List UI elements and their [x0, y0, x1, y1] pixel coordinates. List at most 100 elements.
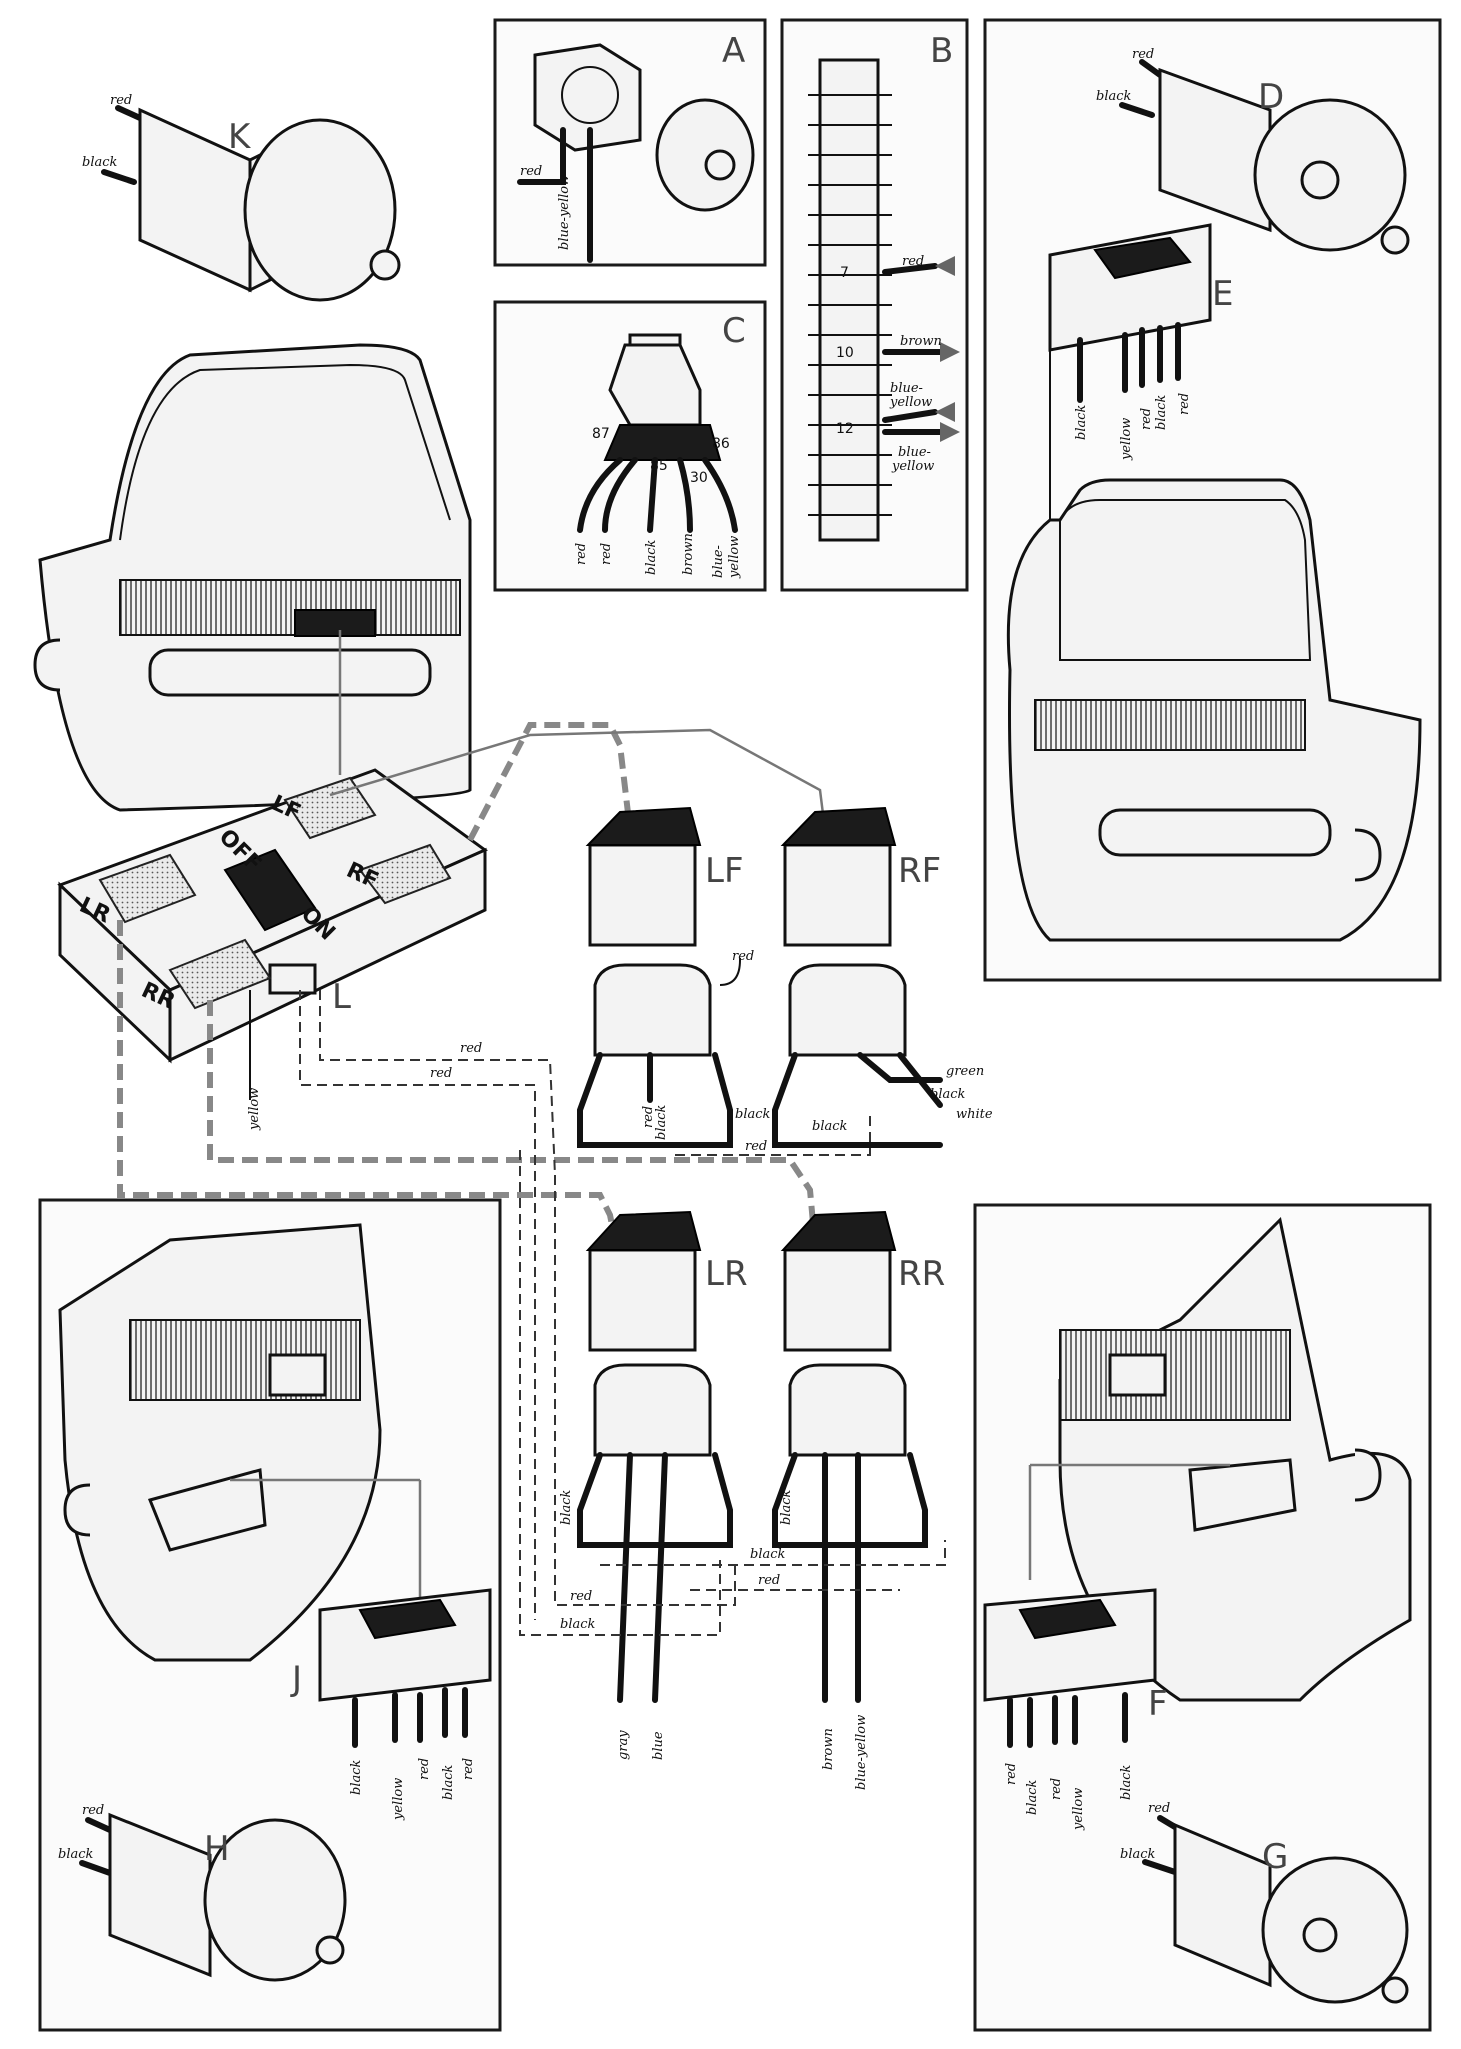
label-c-black: black	[644, 539, 659, 575]
arrow-b-blue-yellow-2	[940, 422, 960, 442]
relay-lr-socket	[593, 1363, 712, 1457]
relay-c-body	[608, 343, 702, 427]
motor-h-gear-cover	[203, 1818, 347, 1982]
label-lf-black-2: black	[735, 1107, 771, 1122]
label-a-red: red	[520, 164, 542, 179]
panel-c: C 87 85 30 86 red red black brown blue- …	[493, 300, 767, 592]
wire-k-red	[115, 105, 143, 121]
panel-j-h: J black yellow red black red red black H	[38, 1198, 502, 2032]
panel-e-label: E	[1212, 274, 1233, 314]
label-x-red-3: red	[745, 1139, 767, 1154]
label-j-red-2: red	[461, 1758, 476, 1780]
label-x-red-4: red	[758, 1573, 780, 1588]
label-rr-black: black	[779, 1489, 794, 1525]
label-g-red: red	[1148, 1801, 1170, 1816]
panel-j-label: J	[290, 1659, 302, 1699]
wire-a-red	[517, 127, 566, 185]
label-j-red: red	[417, 1758, 432, 1780]
label-x-red-1: red	[460, 1041, 482, 1056]
relay-c-pin-30: 30	[690, 470, 708, 486]
label-f-red-2: red	[1049, 1778, 1064, 1800]
wire-k-black	[101, 169, 137, 185]
relay-lf-socket	[593, 963, 712, 1057]
label-k-black: black	[82, 155, 118, 170]
relay-rr: RR black brown blue-yellow	[772, 1210, 945, 1790]
relay-c-pin-86: 86	[712, 436, 730, 452]
label-lr-black: black	[559, 1489, 574, 1525]
fuse-strip	[818, 58, 880, 542]
label-c-red-1: red	[574, 543, 589, 565]
relay-rr-rocker	[780, 1210, 897, 1251]
panel-a-label: A	[722, 31, 745, 71]
lf-door	[33, 343, 472, 812]
switch-j-rocker	[358, 1598, 457, 1640]
arrow-b-blue-yellow-1	[935, 402, 955, 422]
panel-b: B 7 10 12 red brown	[780, 18, 969, 592]
relay-lr-body	[588, 1248, 697, 1352]
panel-d-e: red black D E black yellow red black red	[983, 18, 1442, 982]
label-e-red-2: red	[1177, 393, 1192, 415]
label-g-black: black	[1120, 1847, 1156, 1862]
label-b-yellow-1: yellow	[889, 395, 932, 410]
label-lr-blue: blue	[651, 1731, 666, 1760]
main-switch-pad-lr	[98, 853, 197, 924]
panel-l-label: L	[332, 977, 351, 1017]
label-f-black-2: black	[1119, 1764, 1134, 1800]
arrow-b-red	[935, 256, 955, 276]
lf-door-panel	[38, 343, 472, 812]
relay-rf-body	[783, 843, 892, 947]
relay-lr-rocker	[585, 1210, 702, 1251]
label-b-red: red	[902, 254, 924, 269]
label-b-blue-1: blue-	[890, 381, 923, 396]
label-a-blue-yellow: blue-yellow	[557, 175, 572, 250]
label-j-black: black	[349, 1759, 364, 1795]
ignition-switch-body	[533, 43, 642, 152]
label-lr-gray: gray	[616, 1730, 631, 1760]
relay-lf-rocker	[585, 806, 702, 846]
label-f-red: red	[1004, 1763, 1019, 1785]
fuse-clips	[808, 94, 892, 516]
label-e-black-2: black	[1154, 394, 1169, 430]
label-x-red-5: red	[570, 1589, 592, 1604]
label-x-black-1: black	[750, 1547, 786, 1562]
label-d-red: red	[1132, 47, 1154, 62]
switch-f-rocker	[1018, 1598, 1117, 1640]
motor-h-housing	[108, 1812, 212, 1978]
relay-rf-socket	[788, 963, 907, 1057]
panel-h-label: H	[204, 1829, 230, 1869]
main-switch-pad-rr	[168, 938, 272, 1010]
relay-lf-label: LF	[705, 851, 744, 891]
arrow-b-brown	[940, 342, 960, 362]
panel-d-label: D	[1258, 77, 1284, 117]
label-lf-red-top: red	[732, 949, 754, 964]
relay-rf-rocker	[780, 806, 897, 846]
panel-f-label: F	[1148, 1684, 1168, 1724]
label-rf-green: green	[946, 1064, 984, 1079]
label-c-brown: brown	[681, 533, 696, 575]
label-rr-brown: brown	[821, 1728, 836, 1770]
motor-k: red black K	[82, 93, 401, 302]
main-switch-l: LF RF LR RR OFF ON L yellow	[57, 630, 488, 1131]
fuse-number-7: 7	[840, 265, 849, 281]
label-e-black: black	[1074, 404, 1089, 440]
main-switch-pad-rf	[358, 843, 452, 905]
fuse-number-12: 12	[836, 421, 854, 437]
relay-rr-body	[783, 1248, 892, 1352]
panel-a: A red blue-yellow	[493, 18, 767, 267]
main-switch-rocker	[223, 848, 317, 932]
panel-k-label: K	[228, 117, 252, 157]
label-c-yellow: yellow	[727, 536, 742, 579]
relay-rr-socket	[788, 1363, 907, 1457]
panel-c-label: C	[722, 311, 746, 351]
panel-f-g: F red black red yellow black red black G	[973, 1203, 1432, 2032]
relay-c-pin-87: 87	[592, 426, 610, 442]
relay-lf: LF red red black black	[577, 806, 771, 1148]
fuse-number-10: 10	[836, 345, 854, 361]
label-d-black: black	[1096, 89, 1132, 104]
label-x-black-2: black	[560, 1617, 596, 1632]
label-lf-black: black	[654, 1104, 669, 1140]
label-lf-red: red	[641, 1106, 656, 1128]
label-j-yellow: yellow	[391, 1778, 406, 1821]
relay-lr-label: LR	[705, 1254, 748, 1294]
